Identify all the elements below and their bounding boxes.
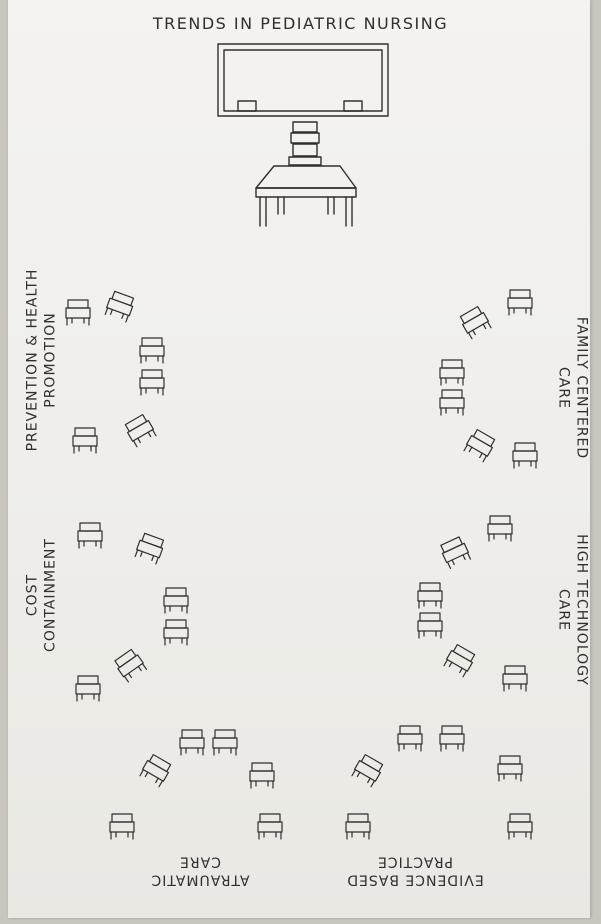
student-chair <box>503 666 527 691</box>
student-chair <box>508 814 532 839</box>
student-chair <box>180 730 204 755</box>
student-chair <box>508 290 532 315</box>
student-chair <box>73 428 97 453</box>
student-chair <box>498 756 522 781</box>
student-chair <box>76 676 100 701</box>
student-chair <box>139 754 172 788</box>
student-chair <box>463 429 496 463</box>
student-chair <box>134 533 165 565</box>
student-chair <box>440 726 464 751</box>
student-chair <box>439 536 471 569</box>
teacher-table <box>256 166 356 226</box>
student-chair <box>440 390 464 415</box>
student-chair <box>443 644 476 678</box>
student-chair <box>213 730 237 755</box>
board-stand <box>289 122 321 165</box>
student-chair <box>250 763 274 788</box>
student-chair <box>488 516 512 541</box>
student-chair <box>418 583 442 608</box>
student-chair <box>140 370 164 395</box>
student-chair <box>398 726 422 751</box>
student-chair <box>513 443 537 468</box>
student-chair <box>346 814 370 839</box>
student-chair <box>113 648 147 682</box>
student-chair <box>459 306 492 340</box>
student-chair <box>351 754 384 788</box>
student-chair <box>418 613 442 638</box>
student-chair <box>140 338 164 363</box>
student-chair <box>66 300 90 325</box>
blackboard <box>218 44 388 116</box>
student-chair <box>258 814 282 839</box>
student-chair <box>110 814 134 839</box>
student-chair <box>104 291 135 323</box>
student-chair <box>164 588 188 613</box>
student-chair <box>124 414 157 448</box>
student-chair <box>440 360 464 385</box>
student-chair <box>78 523 102 548</box>
student-chair <box>164 620 188 645</box>
